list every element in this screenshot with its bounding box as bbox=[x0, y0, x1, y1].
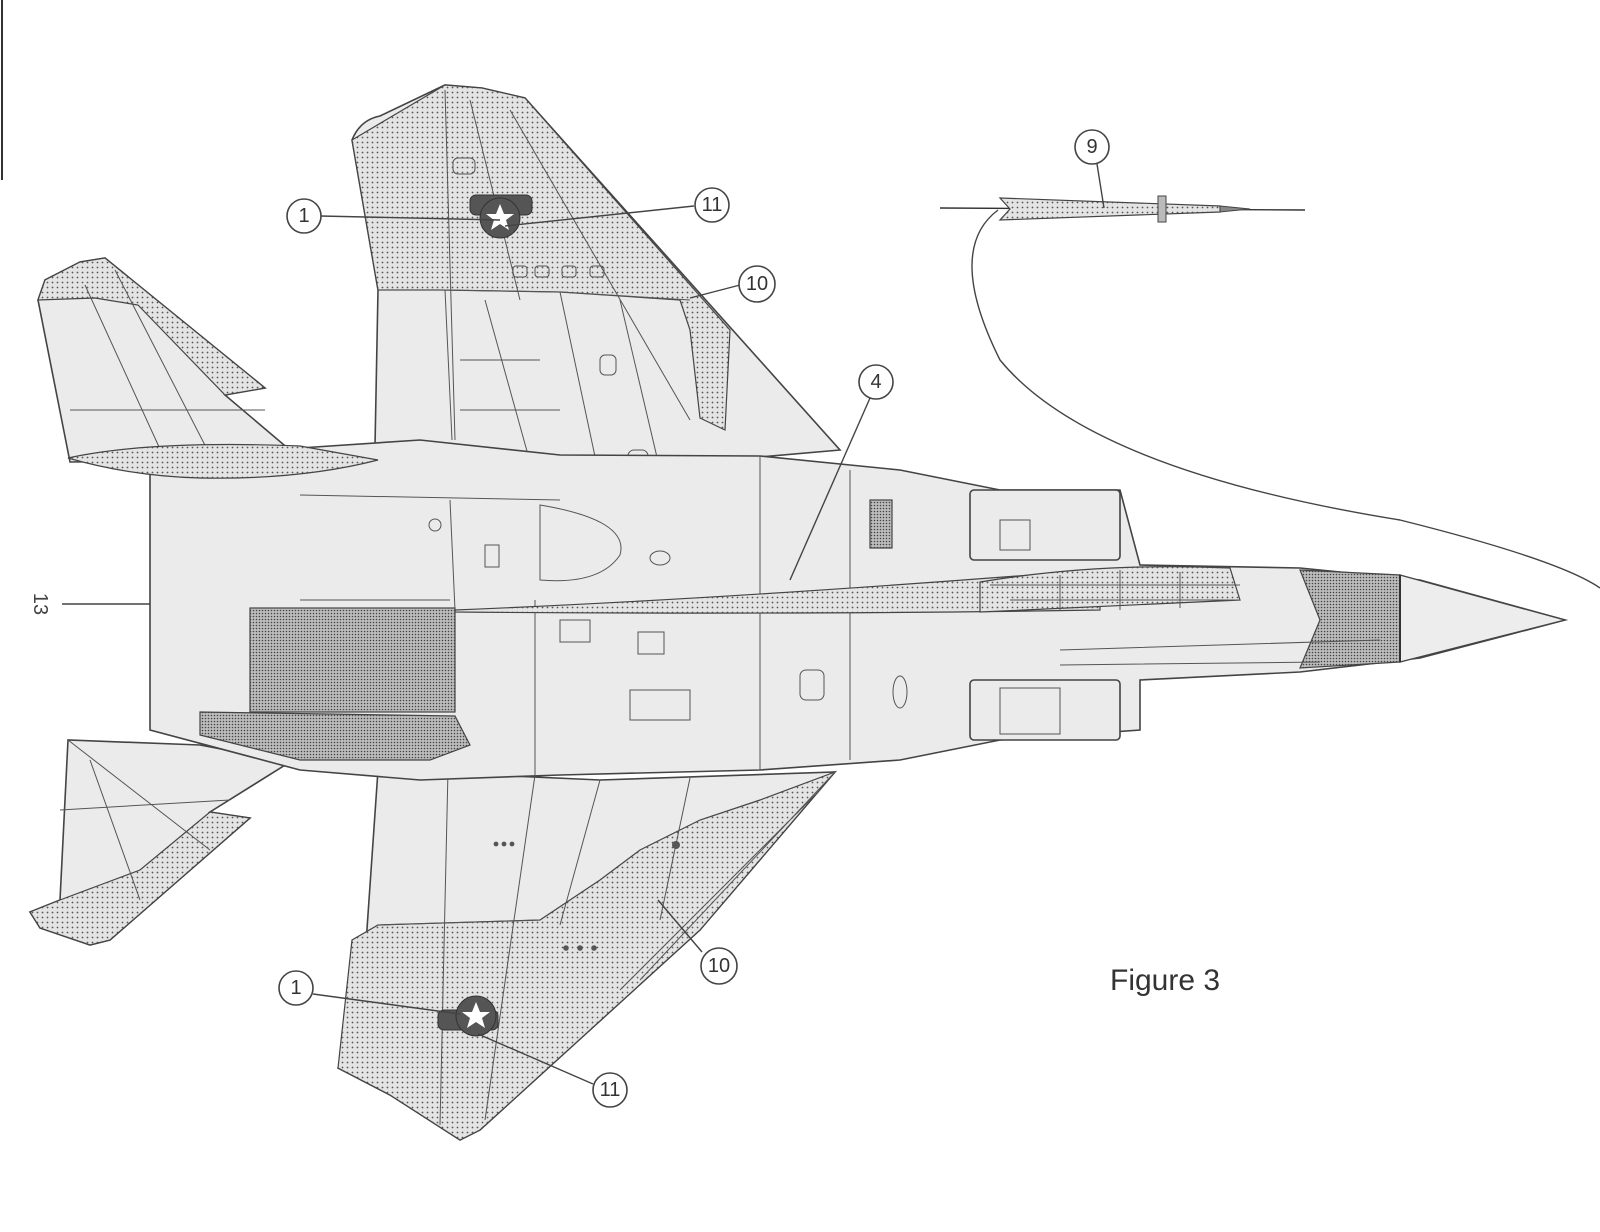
svg-text:9: 9 bbox=[1086, 136, 1097, 158]
lower-wing bbox=[336, 769, 837, 1141]
wing-vents-upper bbox=[512, 265, 605, 278]
callout-1-lower: 1 bbox=[278, 970, 461, 1015]
side-label-13: 13 bbox=[29, 593, 150, 615]
callout-10-upper: 10 bbox=[689, 265, 776, 303]
insignia-star-upper bbox=[469, 194, 533, 239]
callout-11-upper: 11 bbox=[504, 187, 730, 227]
upper-horizontal-stabilizer bbox=[37, 257, 292, 463]
svg-text:13: 13 bbox=[29, 593, 51, 615]
lower-horizontal-stabilizer bbox=[28, 739, 293, 946]
wing-dots-lower bbox=[493, 841, 680, 951]
svg-text:1: 1 bbox=[290, 977, 301, 999]
callout-11-lower: 11 bbox=[477, 1033, 628, 1108]
svg-text:10: 10 bbox=[746, 273, 768, 295]
fuselage bbox=[67, 439, 1569, 781]
missile bbox=[939, 195, 1600, 589]
svg-text:4: 4 bbox=[870, 371, 881, 393]
callout-9: 9 bbox=[1074, 129, 1110, 209]
callout-4: 4 bbox=[789, 364, 894, 581]
svg-text:1: 1 bbox=[298, 205, 309, 227]
svg-text:10: 10 bbox=[708, 955, 730, 977]
callout-1-upper: 1 bbox=[286, 198, 501, 234]
svg-text:11: 11 bbox=[702, 194, 723, 216]
figure-label: Figure 3 bbox=[1110, 964, 1220, 997]
upper-wing bbox=[351, 84, 842, 482]
svg-text:11: 11 bbox=[600, 1079, 621, 1101]
callout-10-lower: 10 bbox=[657, 899, 738, 985]
insignia-star-lower bbox=[437, 995, 499, 1037]
